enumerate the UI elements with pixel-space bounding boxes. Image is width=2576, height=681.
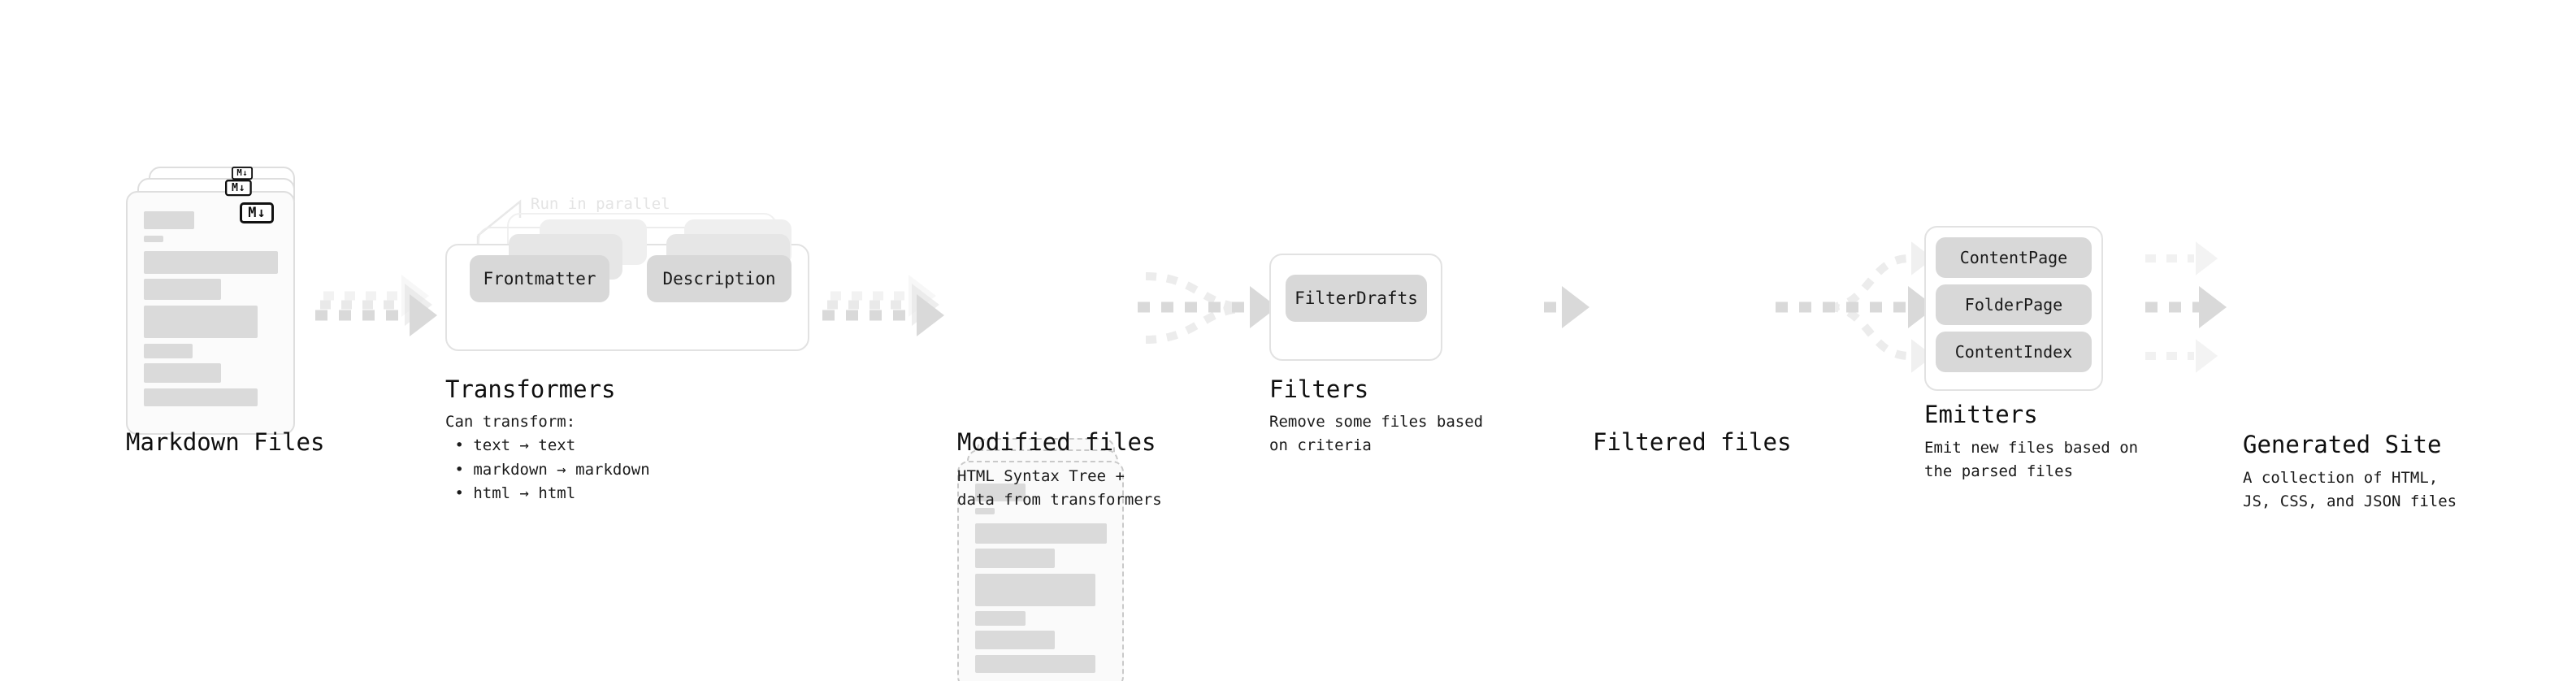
filter-chip-filterdrafts[interactable]: FilterDrafts: [1286, 275, 1427, 322]
markdown-badge-back-2: M↓: [232, 167, 254, 180]
skeleton-bar: [144, 251, 278, 274]
arrow-emitters-to-site: [2145, 241, 2227, 373]
skeleton-bar: [975, 611, 1026, 626]
arrow-markdown-to-transformers: [315, 275, 437, 336]
transformers-group: Frontmatter Description: [445, 213, 835, 367]
skeleton-bar: [144, 236, 163, 242]
skeleton-bar: [144, 363, 221, 383]
filtered-files-title: Filtered files: [1593, 428, 1792, 456]
markdown-badge-letter: M: [236, 167, 242, 178]
arrow-filtered-to-emitters: [1776, 241, 1936, 373]
skeleton-bar: [975, 574, 1095, 606]
filters-group: FilterDrafts: [1269, 254, 1444, 361]
markdown-badge-back-1: M↓: [225, 180, 252, 197]
markdown-badge-letter: M: [248, 204, 257, 221]
markdown-badge-arrow-icon: ↓: [257, 204, 266, 221]
transformer-chip-frontmatter[interactable]: Frontmatter: [470, 255, 609, 302]
markdown-badge-arrow-icon: ↓: [242, 167, 248, 178]
skeleton-bar: [975, 655, 1095, 673]
skeleton-bar: [144, 279, 221, 300]
generated-site-subtitle: A collection of HTML, JS, CSS, and JSON …: [2243, 469, 2457, 511]
emitters-group: ContentPage FolderPage ContentIndex: [1924, 226, 2111, 393]
arrow-filters-to-filtered: [1544, 286, 1589, 328]
markdown-files-card-stack: M↓ M↓ M↓: [126, 167, 321, 435]
arrow-transformers-to-modified: [822, 275, 944, 336]
run-in-parallel-label: Run in parallel: [531, 195, 670, 213]
generated-site-title: Generated Site: [2243, 431, 2442, 458]
skeleton-bar: [144, 306, 258, 338]
emitter-chip-contentindex[interactable]: ContentIndex: [1936, 332, 2092, 372]
skeleton-bar: [975, 549, 1055, 568]
markdown-badge-arrow-icon: ↓: [238, 180, 245, 194]
markdown-card-front: [126, 191, 295, 435]
arrow-modified-to-filters: [1138, 272, 1277, 344]
modified-files-title: Modified files: [957, 428, 1156, 456]
skeleton-bar: [144, 344, 193, 358]
skeleton-bar: [975, 523, 1107, 544]
emitters-title: Emitters: [1924, 401, 2038, 428]
markdown-files-title: Markdown Files: [126, 428, 325, 456]
skeleton-bar: [975, 631, 1055, 649]
transformer-chip-description[interactable]: Description: [647, 255, 791, 302]
modified-files-subtitle: HTML Syntax Tree + data from transformer…: [957, 467, 1162, 510]
transformers-title: Transformers: [445, 375, 616, 403]
modified-card-front: [957, 461, 1124, 681]
skeleton-bar: [975, 508, 995, 514]
skeleton-bar: [975, 484, 1026, 501]
markdown-badge-letter: M: [231, 180, 238, 194]
emitter-chip-folderpage[interactable]: FolderPage: [1936, 284, 2092, 325]
skeleton-bar: [144, 388, 258, 406]
skeleton-bar: [144, 211, 194, 229]
modified-files-card-stack: [957, 435, 1152, 681]
emitters-subtitle: Emit new files based on the parsed files: [1924, 439, 2139, 481]
filters-subtitle: Remove some files based on criteria: [1269, 413, 1484, 455]
emitter-chip-contentpage[interactable]: ContentPage: [1936, 237, 2092, 278]
transformers-subtitle: Can transform: • text → text • markdown …: [445, 413, 650, 503]
markdown-badge-front: M↓: [240, 202, 274, 223]
filters-title: Filters: [1269, 375, 1369, 403]
